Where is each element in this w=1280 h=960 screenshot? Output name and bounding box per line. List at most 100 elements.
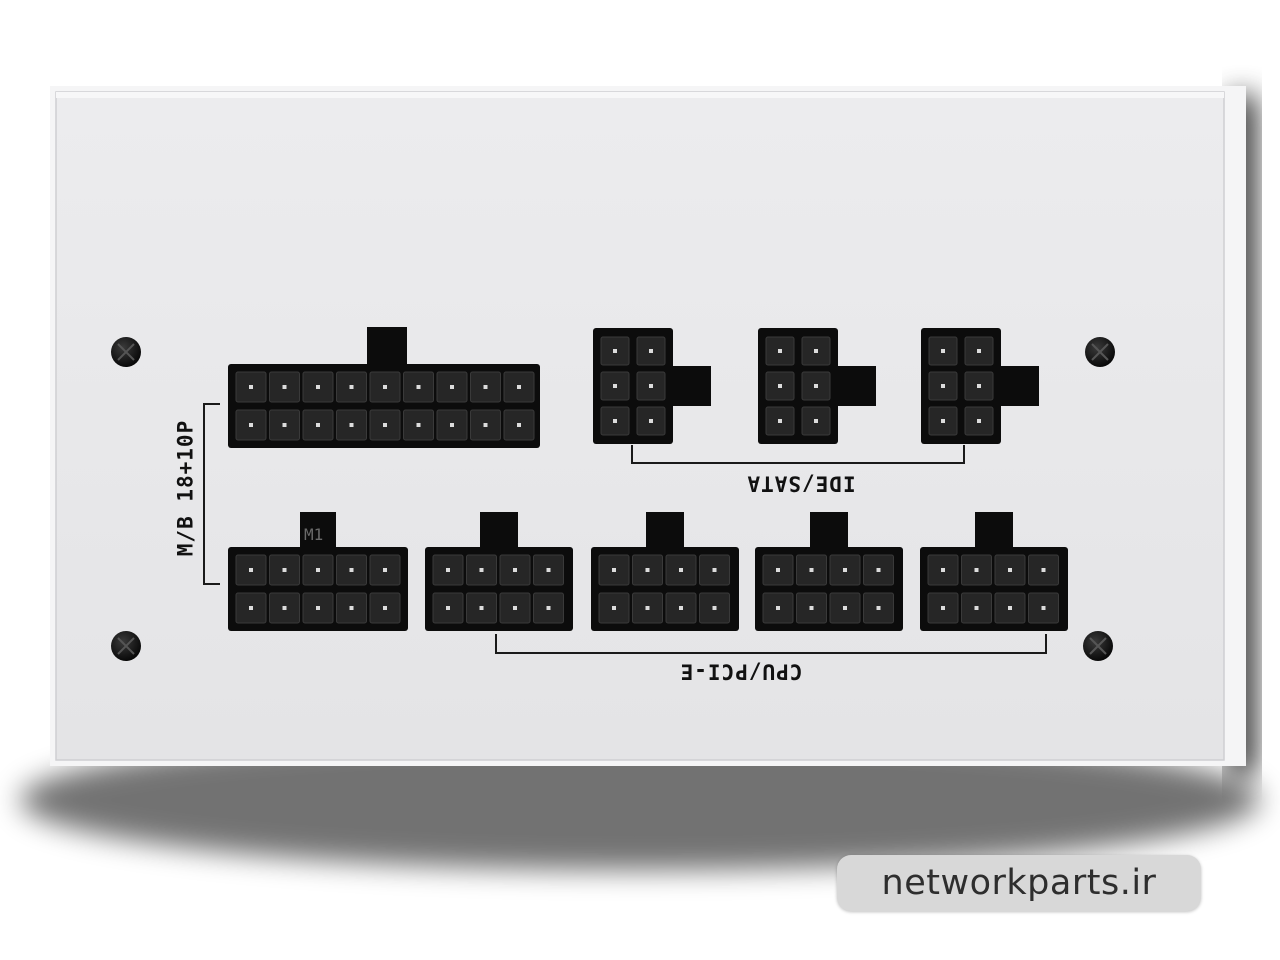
mb-bracket-line <box>203 403 220 585</box>
watermark-text: networkparts.ir <box>881 863 1157 903</box>
pin-socket <box>665 554 697 586</box>
cpu-pcie-connector-4 <box>920 512 1068 631</box>
cpu-pcie-connector-1 <box>425 512 573 631</box>
pin-socket <box>269 409 300 441</box>
sata-connector-1 <box>593 328 711 444</box>
pin-socket <box>336 592 367 624</box>
pin-socket <box>964 371 994 401</box>
screw-icon <box>111 337 141 367</box>
pin-socket <box>533 554 564 586</box>
pin-socket <box>964 336 994 366</box>
pin-socket <box>470 371 501 403</box>
pin-socket <box>796 554 827 586</box>
pin-socket <box>961 592 992 624</box>
screw-icon <box>111 631 141 661</box>
pin-socket <box>432 554 464 586</box>
pin-socket <box>269 371 300 403</box>
pin-socket <box>369 592 401 624</box>
cpu-pcie-connector-3 <box>755 512 903 631</box>
pin-socket <box>336 371 367 403</box>
pin-socket <box>436 371 468 403</box>
pin-socket <box>762 592 794 624</box>
pin-socket <box>600 371 630 401</box>
mb-18pin-connector <box>228 327 540 448</box>
mounting-screws <box>111 337 1115 661</box>
pin-socket <box>302 371 334 403</box>
watermark-badge: networkparts.ir <box>837 855 1201 911</box>
pin-socket <box>403 371 434 403</box>
pin-socket <box>801 336 831 366</box>
connector-group: M1 <box>228 327 1068 631</box>
group-bracket-lines <box>203 403 1047 654</box>
pin-socket <box>961 554 992 586</box>
pin-socket <box>632 592 663 624</box>
pin-socket <box>235 592 267 624</box>
mb-group-label: M/B 18+10P <box>173 419 198 557</box>
pin-socket <box>470 409 501 441</box>
pin-socket <box>533 592 564 624</box>
pin-socket <box>1028 554 1059 586</box>
pin-socket <box>235 371 267 403</box>
ide-sata-group-label: IDE/SATA <box>746 471 856 496</box>
pin-socket <box>235 554 267 586</box>
pin-socket <box>235 409 267 441</box>
sata-connector-3 <box>921 328 1039 444</box>
pin-socket <box>801 406 831 436</box>
cpu-pcie-connector-2 <box>591 512 739 631</box>
pin-socket <box>302 409 334 441</box>
pin-socket <box>336 554 367 586</box>
pin-socket <box>863 592 894 624</box>
pin-socket <box>636 371 666 401</box>
pin-socket <box>765 371 795 401</box>
pin-socket <box>269 554 300 586</box>
pin-socket <box>665 592 697 624</box>
pin-socket <box>1028 592 1059 624</box>
pin-socket <box>927 592 959 624</box>
pin-socket <box>762 554 794 586</box>
pin-socket <box>503 371 535 403</box>
pin-socket <box>927 554 959 586</box>
pin-socket <box>499 554 531 586</box>
pin-socket <box>600 336 630 366</box>
pin-socket <box>636 336 666 366</box>
pin-socket <box>699 554 730 586</box>
sata-connector-2 <box>758 328 876 444</box>
pin-socket <box>369 409 401 441</box>
pin-socket <box>466 554 497 586</box>
pin-socket <box>503 409 535 441</box>
pin-socket <box>699 592 730 624</box>
pin-socket <box>600 406 630 436</box>
pin-socket <box>928 336 958 366</box>
mb-10pin-connector: M1 <box>228 512 408 631</box>
pin-socket <box>801 371 831 401</box>
pin-socket <box>863 554 894 586</box>
pin-socket <box>403 409 434 441</box>
pin-socket <box>432 592 464 624</box>
pin-socket <box>466 592 497 624</box>
pin-socket <box>369 554 401 586</box>
pin-socket <box>765 336 795 366</box>
pin-socket <box>636 406 666 436</box>
pin-socket <box>436 409 468 441</box>
pin-socket <box>632 554 663 586</box>
pin-socket <box>336 409 367 441</box>
pin-socket <box>964 406 994 436</box>
pin-socket <box>369 371 401 403</box>
pin-socket <box>994 554 1026 586</box>
pin-socket <box>796 592 827 624</box>
pin-socket <box>302 554 334 586</box>
cpu-pcie-bracket-line <box>495 634 1047 654</box>
screw-icon <box>1085 337 1115 367</box>
ide-sata-bracket-line <box>631 445 965 464</box>
pin-socket <box>829 554 861 586</box>
pin-socket <box>269 592 300 624</box>
pin-socket <box>598 554 630 586</box>
pin-socket <box>765 406 795 436</box>
screw-icon <box>1083 631 1113 661</box>
connector-marking: M1 <box>304 525 323 544</box>
pin-socket <box>302 592 334 624</box>
cpu-pcie-group-label: CPU/PCI-E <box>679 659 803 684</box>
pin-socket <box>928 406 958 436</box>
pin-socket <box>994 592 1026 624</box>
